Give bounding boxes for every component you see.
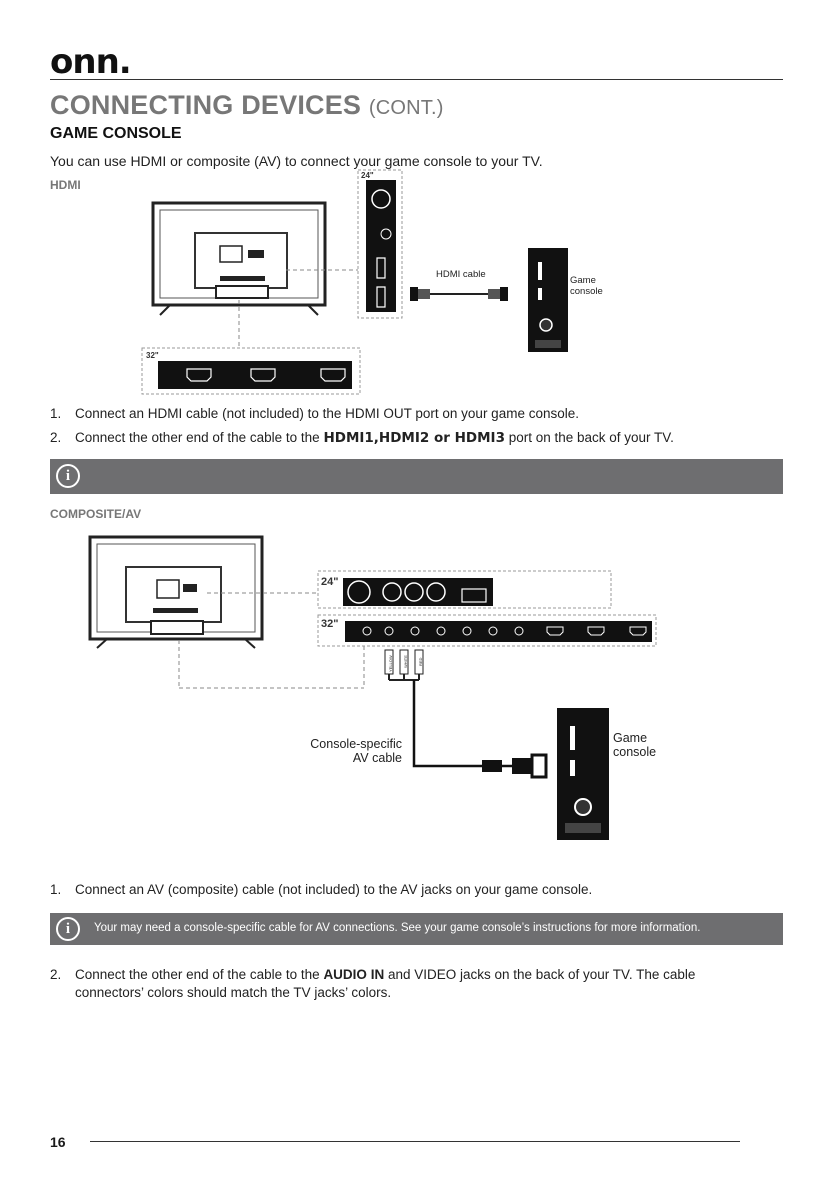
composite-step-1: 1. Connect an AV (composite) cable (not i… <box>50 882 592 897</box>
page-title: CONNECTING DEVICES (CONT.) <box>50 90 444 121</box>
info-note-bar-1: i <box>50 459 783 494</box>
info-note-text: Your may need a console-specific cable f… <box>94 922 701 934</box>
hdmi-console-label-2: console <box>570 286 603 297</box>
composite-step-2: 2. Connect the other end of the cable to … <box>50 967 695 982</box>
header-rule <box>50 79 783 80</box>
page-number: 16 <box>50 1134 66 1150</box>
hdmi-size32-label: 32" <box>146 351 159 360</box>
game-console-icon <box>528 248 568 352</box>
step-text: Connect an HDMI cable (not included) to … <box>75 406 579 421</box>
composite-size24-label: 24" <box>321 576 338 588</box>
rca-plug-icon <box>384 649 424 681</box>
step-text-end: and VIDEO jacks on the back of your TV. … <box>384 967 696 982</box>
hdmi-cable-label: HDMI cable <box>436 269 486 280</box>
section-intro: You can use HDMI or composite (AV) to co… <box>50 153 543 169</box>
page-title-cont: (CONT.) <box>368 97 444 119</box>
info-icon: i <box>56 464 80 488</box>
info-note-bar-2: i Your may need a console-specific cable… <box>50 913 783 945</box>
tv-back-icon <box>88 535 264 649</box>
brand-logo: onn. <box>50 42 132 82</box>
plug-red-label: RED <box>418 657 423 666</box>
plug-yellow-label: YELLOW <box>388 655 393 672</box>
composite-size32-label: 32" <box>321 618 338 630</box>
hdmi-plug-icon <box>410 287 508 301</box>
tv-back-icon <box>151 201 327 316</box>
info-icon: i <box>56 917 80 941</box>
page-title-main: CONNECTING DEVICES <box>50 90 362 120</box>
hdmi-step-2: 2. Connect the other end of the cable to … <box>50 430 674 446</box>
step-text: Connect the other end of the cable to th… <box>75 967 324 982</box>
tv-side-panel-24 <box>343 578 493 606</box>
step-number: 2. <box>50 967 62 982</box>
footer-rule <box>90 1141 740 1142</box>
step-text-end: port on the back of your TV. <box>504 430 674 445</box>
step-number: 2. <box>50 430 62 445</box>
hdmi-subheading: HDMI <box>50 178 81 192</box>
hdmi-console-label-1: Game <box>570 275 596 286</box>
av-cable <box>412 680 482 768</box>
hdmi-port-icon <box>376 257 386 279</box>
av-cable-label-1: Console-specific <box>310 737 402 751</box>
composite-console-label-1: Game <box>613 731 647 745</box>
hdmi-size24-label: 24" <box>361 171 374 180</box>
step-text: Connect an AV (composite) cable (not inc… <box>75 882 593 897</box>
composite-subheading: COMPOSITE/AV <box>50 507 142 521</box>
step-text: Connect the other end of the cable to th… <box>75 430 324 445</box>
step-bold: HDMI1,HDMI2 or HDMI3 <box>323 430 505 446</box>
game-console-icon <box>557 708 609 840</box>
tv-bottom-panel-32 <box>158 361 352 389</box>
step-number: 1. <box>50 406 62 421</box>
tv-side-panel-24 <box>366 180 396 312</box>
composite-step-2-line2: connectors’ colors should match the TV j… <box>75 985 392 1000</box>
plug-white-label: WHITE <box>403 655 408 668</box>
composite-console-label-2: console <box>613 745 656 759</box>
tv-bottom-panel-32 <box>345 621 652 642</box>
av-cable-label-2: AV cable <box>353 751 402 765</box>
section-heading: GAME CONSOLE <box>50 125 182 142</box>
hdmi-step-1: 1. Connect an HDMI cable (not included) t… <box>50 406 579 421</box>
step-number: 1. <box>50 882 62 897</box>
step-bold: AUDIO IN <box>323 967 385 982</box>
